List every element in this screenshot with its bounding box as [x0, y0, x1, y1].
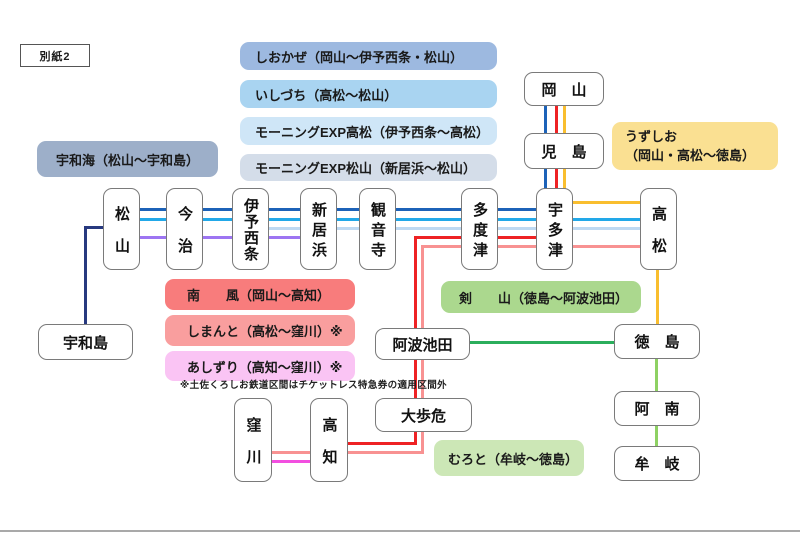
station-niihama: 新居浜: [300, 188, 337, 270]
legend-shiokaze: しおかぜ（岡山～伊予西条・松山）: [240, 42, 497, 70]
station-awaikeda: 阿波池田: [375, 328, 470, 360]
station-okayama: 岡 山: [524, 72, 604, 106]
legend-shimanto: しまんと（高松～窪川）※: [165, 315, 355, 346]
uzushio-line-horizontal: [563, 201, 659, 204]
note-text: ※土佐くろしお鉄道区間はチケットレス特急券の適用区間外: [180, 380, 448, 391]
legend-uzushio: うずしお （岡山・高松～徳島）: [612, 122, 778, 170]
uwakai-line-vertical: [84, 226, 87, 326]
morning-exp-takamatsu-line: [250, 227, 660, 230]
ashizuri-line: [251, 460, 329, 463]
legend-tsurugisan: 剣 山（徳島～阿波池田）: [441, 281, 641, 313]
tsurugisan-line: [420, 341, 657, 344]
legend-ishizuchi: いしづち（高松～松山）: [240, 80, 497, 108]
station-takamatsu: 高松: [640, 188, 677, 270]
station-kubokawa: 窪川: [234, 398, 272, 482]
station-matsuyama: 松山: [103, 188, 140, 270]
station-uwajima: 宇和島: [38, 324, 133, 360]
station-imabari: 今治: [166, 188, 203, 270]
station-kanonji: 観音寺: [359, 188, 396, 270]
station-tokushima: 徳 島: [614, 324, 700, 359]
legend-uzushio-section: （岡山・高松～徳島）: [625, 148, 756, 163]
legend-ashizuri: あしずり（高知～窪川）※: [165, 351, 355, 381]
station-kojima: 児 島: [524, 133, 604, 169]
station-mugi: 牟 岐: [614, 446, 700, 481]
page-label: 別紙2: [20, 44, 90, 67]
nampu-line-horizontal-kochi: [348, 442, 417, 445]
legend-uwakai: 宇和海（松山～宇和島）: [37, 141, 218, 177]
station-utazu: 宇多津: [536, 188, 573, 270]
station-anan: 阿 南: [614, 391, 700, 426]
page-bottom-edge: [0, 530, 800, 532]
legend-nampu: 南 風（岡山～高知）: [165, 279, 355, 310]
legend-morning-exp-takamatsu: モーニングEXP高松（伊予西条～高松）: [240, 117, 497, 145]
morning-exp-matsuyama-line: [120, 236, 320, 239]
station-oboke: 大歩危: [375, 398, 472, 432]
station-tadotsu: 多度津: [461, 188, 498, 270]
station-iyosaijo: 伊予西条: [232, 188, 269, 270]
station-kochi: 高知: [310, 398, 348, 482]
legend-uzushio-name: うずしお: [625, 128, 678, 144]
legend-muroto: むろと（牟岐～徳島）: [434, 440, 584, 476]
legend-morning-exp-matsuyama: モーニングEXP松山（新居浜～松山）: [240, 154, 497, 181]
